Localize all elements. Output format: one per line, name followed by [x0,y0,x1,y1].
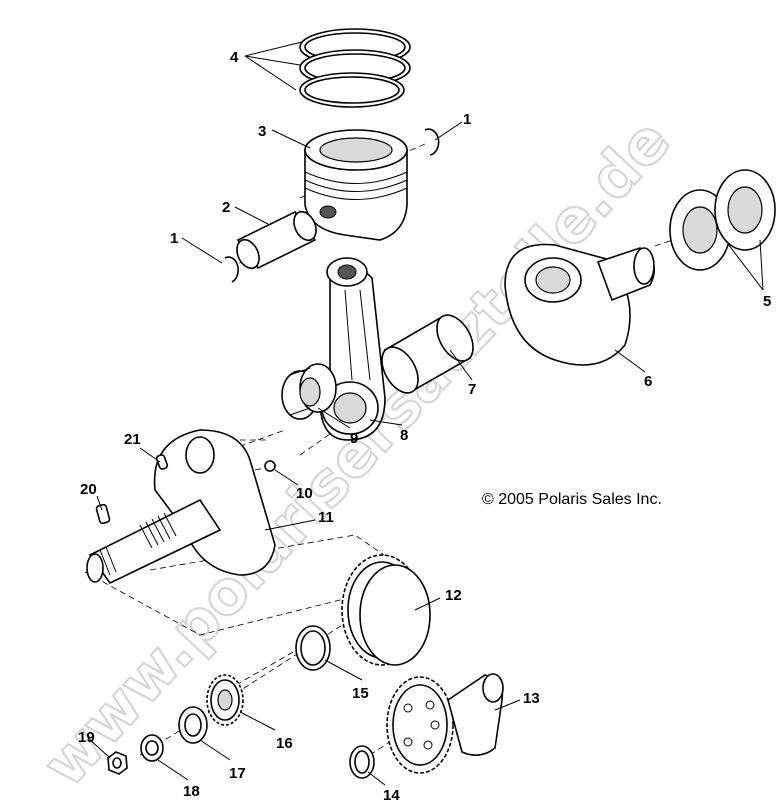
woodruff-key-part [95,503,111,525]
needle-bearing-part [281,363,337,420]
washer-14-part [349,745,375,779]
callout-6: 6 [644,373,652,390]
callout-14: 14 [383,787,400,804]
copyright-notice: © 2005 Polaris Sales Inc. [482,491,662,508]
callout-13: 13 [523,690,540,707]
callout-18: 18 [183,783,200,800]
crankshaft-half-right-part [504,243,656,366]
callout-21: 21 [124,431,141,448]
callout-17: 17 [229,765,246,782]
callout-12: 12 [445,587,462,604]
drive-gear-16-part [206,674,244,726]
callout-7: 7 [468,381,476,398]
collar-17-part [178,706,208,744]
callout-15: 15 [352,685,369,702]
nut-19-part [107,751,128,775]
main-bearings-part [669,169,776,271]
callout-10: 10 [296,485,313,502]
callout-5: 5 [763,293,771,310]
callout-20: 20 [80,481,97,498]
callout-19: 19 [78,729,95,746]
crankshaft-half-left-part [86,429,276,585]
circlip-part-left [224,256,239,283]
circlip-part-right [424,128,440,156]
callout-3: 3 [258,123,266,140]
leader-lines [87,41,764,786]
callout-2: 2 [222,199,230,216]
callout-labels: 4 3 1 2 1 5 6 7 8 9 10 11 21 20 12 15 13… [78,49,771,804]
callout-1-upper: 1 [463,111,471,128]
callout-8: 8 [400,427,408,444]
piston-rings-part [299,28,411,108]
callout-16: 16 [276,735,293,752]
callout-4: 4 [230,49,239,66]
callout-11: 11 [318,509,334,526]
callout-9: 9 [350,430,358,447]
balance-shaft-part [386,673,504,774]
connecting-rod-part [319,257,386,441]
crank-gear-part [341,554,431,666]
thrust-washer-15-part [295,625,331,671]
dowel-pin-21-part [155,454,169,470]
callout-1-lower: 1 [170,230,178,247]
check-ball-part [264,460,276,472]
wrist-pin-part [236,210,317,270]
washer-18-part [140,734,164,762]
piston-part [304,129,408,241]
crank-pin-part [381,314,474,394]
